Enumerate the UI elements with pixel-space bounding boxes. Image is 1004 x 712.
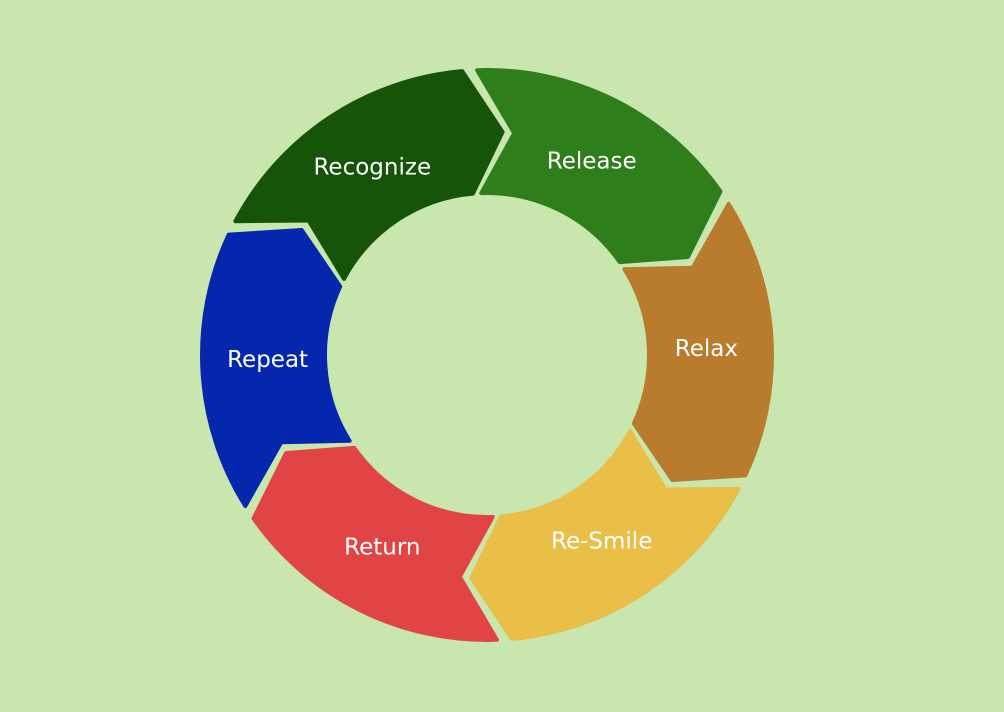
cycle-step-re-smile: Re-Smile [469, 429, 741, 641]
cycle-step-label: Release [547, 149, 637, 175]
cycle-step-label: Repeat [227, 347, 308, 373]
cycle-arrow-segment [200, 228, 352, 508]
cycle-arrow-segment [251, 445, 499, 642]
cycle-step-label: Re-Smile [551, 529, 652, 555]
cycle-arrow-segment [233, 69, 505, 281]
cycle-step-release: Release [475, 68, 723, 265]
cycle-arrow-segment [475, 68, 723, 265]
cycle-arrow-segment [469, 429, 741, 641]
cycle-step-label: Recognize [313, 154, 431, 180]
cycle-step-repeat: Repeat [200, 228, 352, 508]
cycle-arrow-segment [622, 202, 774, 482]
cycle-step-recognize: Recognize [233, 69, 505, 281]
cycle-step-return: Return [251, 445, 499, 642]
cycle-step-label: Return [344, 534, 420, 560]
cycle-step-relax: Relax [622, 202, 774, 482]
cycle-step-label: Relax [675, 336, 738, 362]
